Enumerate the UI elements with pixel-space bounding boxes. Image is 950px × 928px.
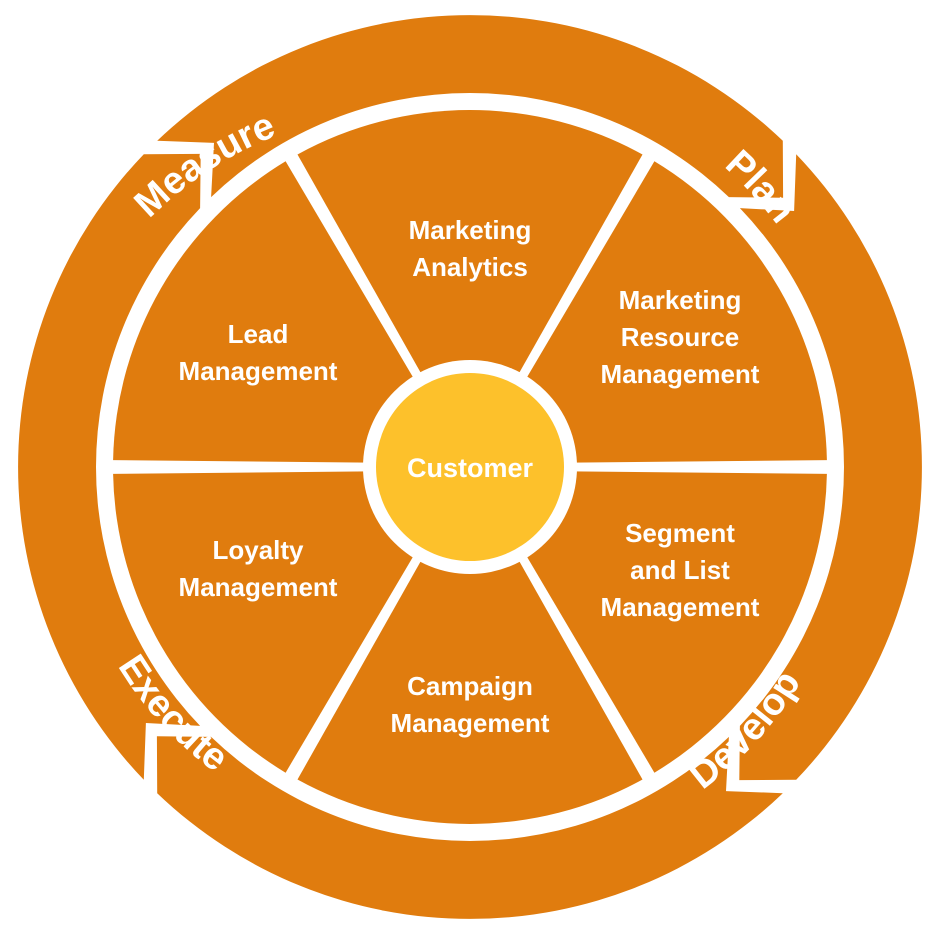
segment-segment-and-list-management: [476, 470, 827, 773]
phase-ring: [18, 15, 922, 919]
ring-segment-execute: [18, 153, 201, 780]
ring-segment-measure: [157, 15, 784, 198]
segment-label-line: Management: [601, 592, 760, 622]
segment-loyalty-management: [113, 470, 464, 773]
segment-marketing-resource-management: [476, 161, 827, 464]
segment-label-line: Lead: [228, 319, 289, 349]
ring-segment-develop: [156, 736, 783, 919]
customer-label: Customer: [407, 453, 534, 483]
segment-label-line: Management: [179, 572, 338, 602]
segment-lead-management: [113, 161, 464, 464]
segment-label-line: Management: [179, 356, 338, 386]
segment-label-line: Resource: [621, 322, 740, 352]
segment-label-line: Management: [601, 359, 760, 389]
segment-label-line: Analytics: [412, 252, 528, 282]
segment-label-line: and List: [630, 555, 730, 585]
segment-wheel: [113, 110, 827, 824]
segment-label-line: Management: [391, 708, 550, 738]
customer-hub: [376, 373, 564, 561]
segment-label-line: Marketing: [409, 215, 532, 245]
segment-marketing-analytics: [297, 110, 643, 460]
segment-campaign-management: [297, 474, 643, 824]
segment-label-line: Marketing: [619, 285, 742, 315]
ring-segment-plan: [739, 154, 922, 781]
segment-label-line: Loyalty: [212, 535, 304, 565]
segment-label-line: Campaign: [407, 671, 533, 701]
segment-label-line: Segment: [625, 518, 735, 548]
